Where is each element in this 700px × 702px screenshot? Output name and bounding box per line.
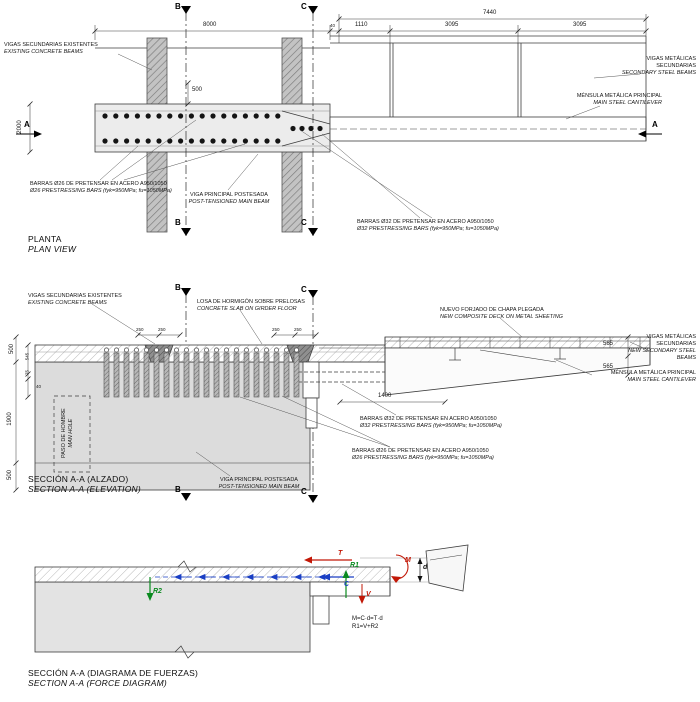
elev-dim-250-a: 250: [136, 327, 144, 332]
elev-vertical-prestressing-bars: [103, 347, 300, 398]
elev-section-marker-b-bottom: B: [175, 485, 181, 494]
elev-dim-40: 40: [36, 384, 42, 389]
plan-dim-1110: 1110: [355, 22, 368, 28]
elev-dim-500-bottom: 500: [7, 470, 13, 481]
elev-dim-250-b: 250: [158, 327, 166, 332]
elev-label-manhole: PASO DE HOMBRE MAN HOLE: [60, 408, 74, 458]
elev-section-marker-b-top: B: [175, 283, 181, 292]
elev-label-secondary-steel: VIGAS METÁLICAS SECUNDARIAS NEW SECONDAR…: [628, 334, 696, 362]
plan-label-existing-beams: VIGAS SECUNDARIAS EXISTENTES EXISTING CO…: [4, 42, 98, 56]
elev-dim-75: 75: [24, 370, 30, 376]
plan-title: PLANTA PLAN VIEW: [28, 234, 77, 254]
elev-dim-1400: 1400: [378, 393, 392, 399]
elev-section-marker-c-bottom: C: [301, 487, 307, 496]
force-formula-line1: M=C·d=T·d: [352, 616, 383, 622]
elev-dim-250-c: 250: [272, 327, 280, 332]
plan-section-marker-a-right: A: [652, 120, 658, 129]
plan-dim-3095-a: 3095: [445, 22, 459, 28]
force-linework: [34, 544, 469, 659]
plan-dim-3095-b: 3095: [573, 22, 587, 28]
plan-dim-2000: 2000: [17, 120, 23, 134]
force-label-lever-arm-d: d: [423, 564, 428, 571]
plan-linework: [94, 35, 647, 233]
plan-secondary-steel-beams: [389, 43, 522, 117]
elev-deck-stiffeners: [399, 337, 641, 348]
plan-label-main-beam: VIGA PRINCIPAL POSTESADA POST-TENSIONED …: [188, 192, 270, 206]
elev-label-bars-26: BARRAS Ø26 DE PRETENSAR EN ACERO A950/10…: [352, 448, 494, 462]
elev-label-main-beam: VIGA PRINCIPAL POSTESADA POST-TENSIONED …: [218, 477, 300, 491]
elev-dim-500-top: 500: [9, 344, 15, 355]
force-label-reaction-r2: R2: [153, 588, 162, 595]
force-formula-line2: R1=V+R2: [352, 624, 379, 631]
plan-section-marker-c-top: C: [301, 2, 307, 11]
elev-label-deck: NUEVO FORJADO DE CHAPA PLEGADA NEW COMPO…: [440, 307, 563, 321]
elev-label-slab: LOSA DE HORMIGÓN SOBRE PRELOSAS CONCRETE…: [197, 299, 305, 313]
force-label-moment-m: M: [405, 557, 411, 564]
force-label-tension-t: T: [338, 550, 343, 557]
force-formula: M=C·d=T·d R1=V+R2: [352, 615, 383, 631]
plan-section-cut-lines: [181, 6, 318, 236]
plan-section-a-arrows: [16, 130, 662, 138]
plan-label-bars-26: BARRAS Ø26 DE PRETENSAR EN ACERO A950/10…: [30, 181, 172, 195]
force-label-shear-v: V: [366, 591, 371, 598]
plan-dim-500: 500: [192, 87, 203, 93]
plan-label-bars-32: BARRAS Ø32 DE PRETENSAR EN ACERO A950/10…: [357, 219, 499, 233]
elev-label-existing-beams: VIGAS SECUNDARIAS EXISTENTES EXISTING CO…: [28, 293, 122, 307]
elev-title: SECCIÓN A-A (ALZADO) SECTION A-A (ELEVAT…: [28, 474, 141, 494]
force-title: SECCIÓN A-A (DIAGRAMA DE FUERZAS) SECTIO…: [28, 668, 199, 688]
plan-section-marker-a-left: A: [24, 120, 30, 129]
plan-dimension-lines: [29, 14, 647, 152]
plan-section-marker-b-bottom: B: [175, 218, 181, 227]
force-arrows: [146, 554, 423, 604]
plan-section-marker-b-top: B: [175, 2, 181, 11]
elev-section-marker-c-top: C: [301, 285, 307, 294]
force-label-compression-c: C: [344, 581, 350, 588]
elev-dim-250-d: 250: [294, 327, 302, 332]
elev-label-bars-32: BARRAS Ø32 DE PRETENSAR EN ACERO A950/10…: [360, 416, 502, 430]
elev-dim-1900: 1900: [7, 412, 13, 426]
plan-label-main-cantilever: MÉNSULA METÁLICA PRINCIPAL MAIN STEEL CA…: [576, 93, 662, 107]
plan-dim-40: 40: [330, 23, 336, 28]
elev-leader-lines: [91, 303, 649, 477]
elev-dim-565-b: 565: [603, 364, 614, 370]
elev-label-main-cantilever: MÉNSULA METÁLICA PRINCIPAL MAIN STEEL CA…: [610, 370, 696, 384]
plan-prestressing-bar-dots: [102, 113, 323, 144]
plan-label-secondary-steel: VIGAS METÁLICAS SECUNDARIAS SECONDARY ST…: [621, 56, 696, 77]
elev-dim-565-a: 565: [603, 341, 614, 347]
force-label-reaction-r1: R1: [350, 562, 359, 569]
plan-dim-8000: 8000: [203, 22, 217, 28]
dimension-tick-marks: [13, 16, 649, 493]
plan-dim-7440: 7440: [483, 10, 497, 16]
plan-leader-lines: [99, 53, 641, 219]
plan-section-marker-c-bottom: C: [301, 218, 307, 227]
